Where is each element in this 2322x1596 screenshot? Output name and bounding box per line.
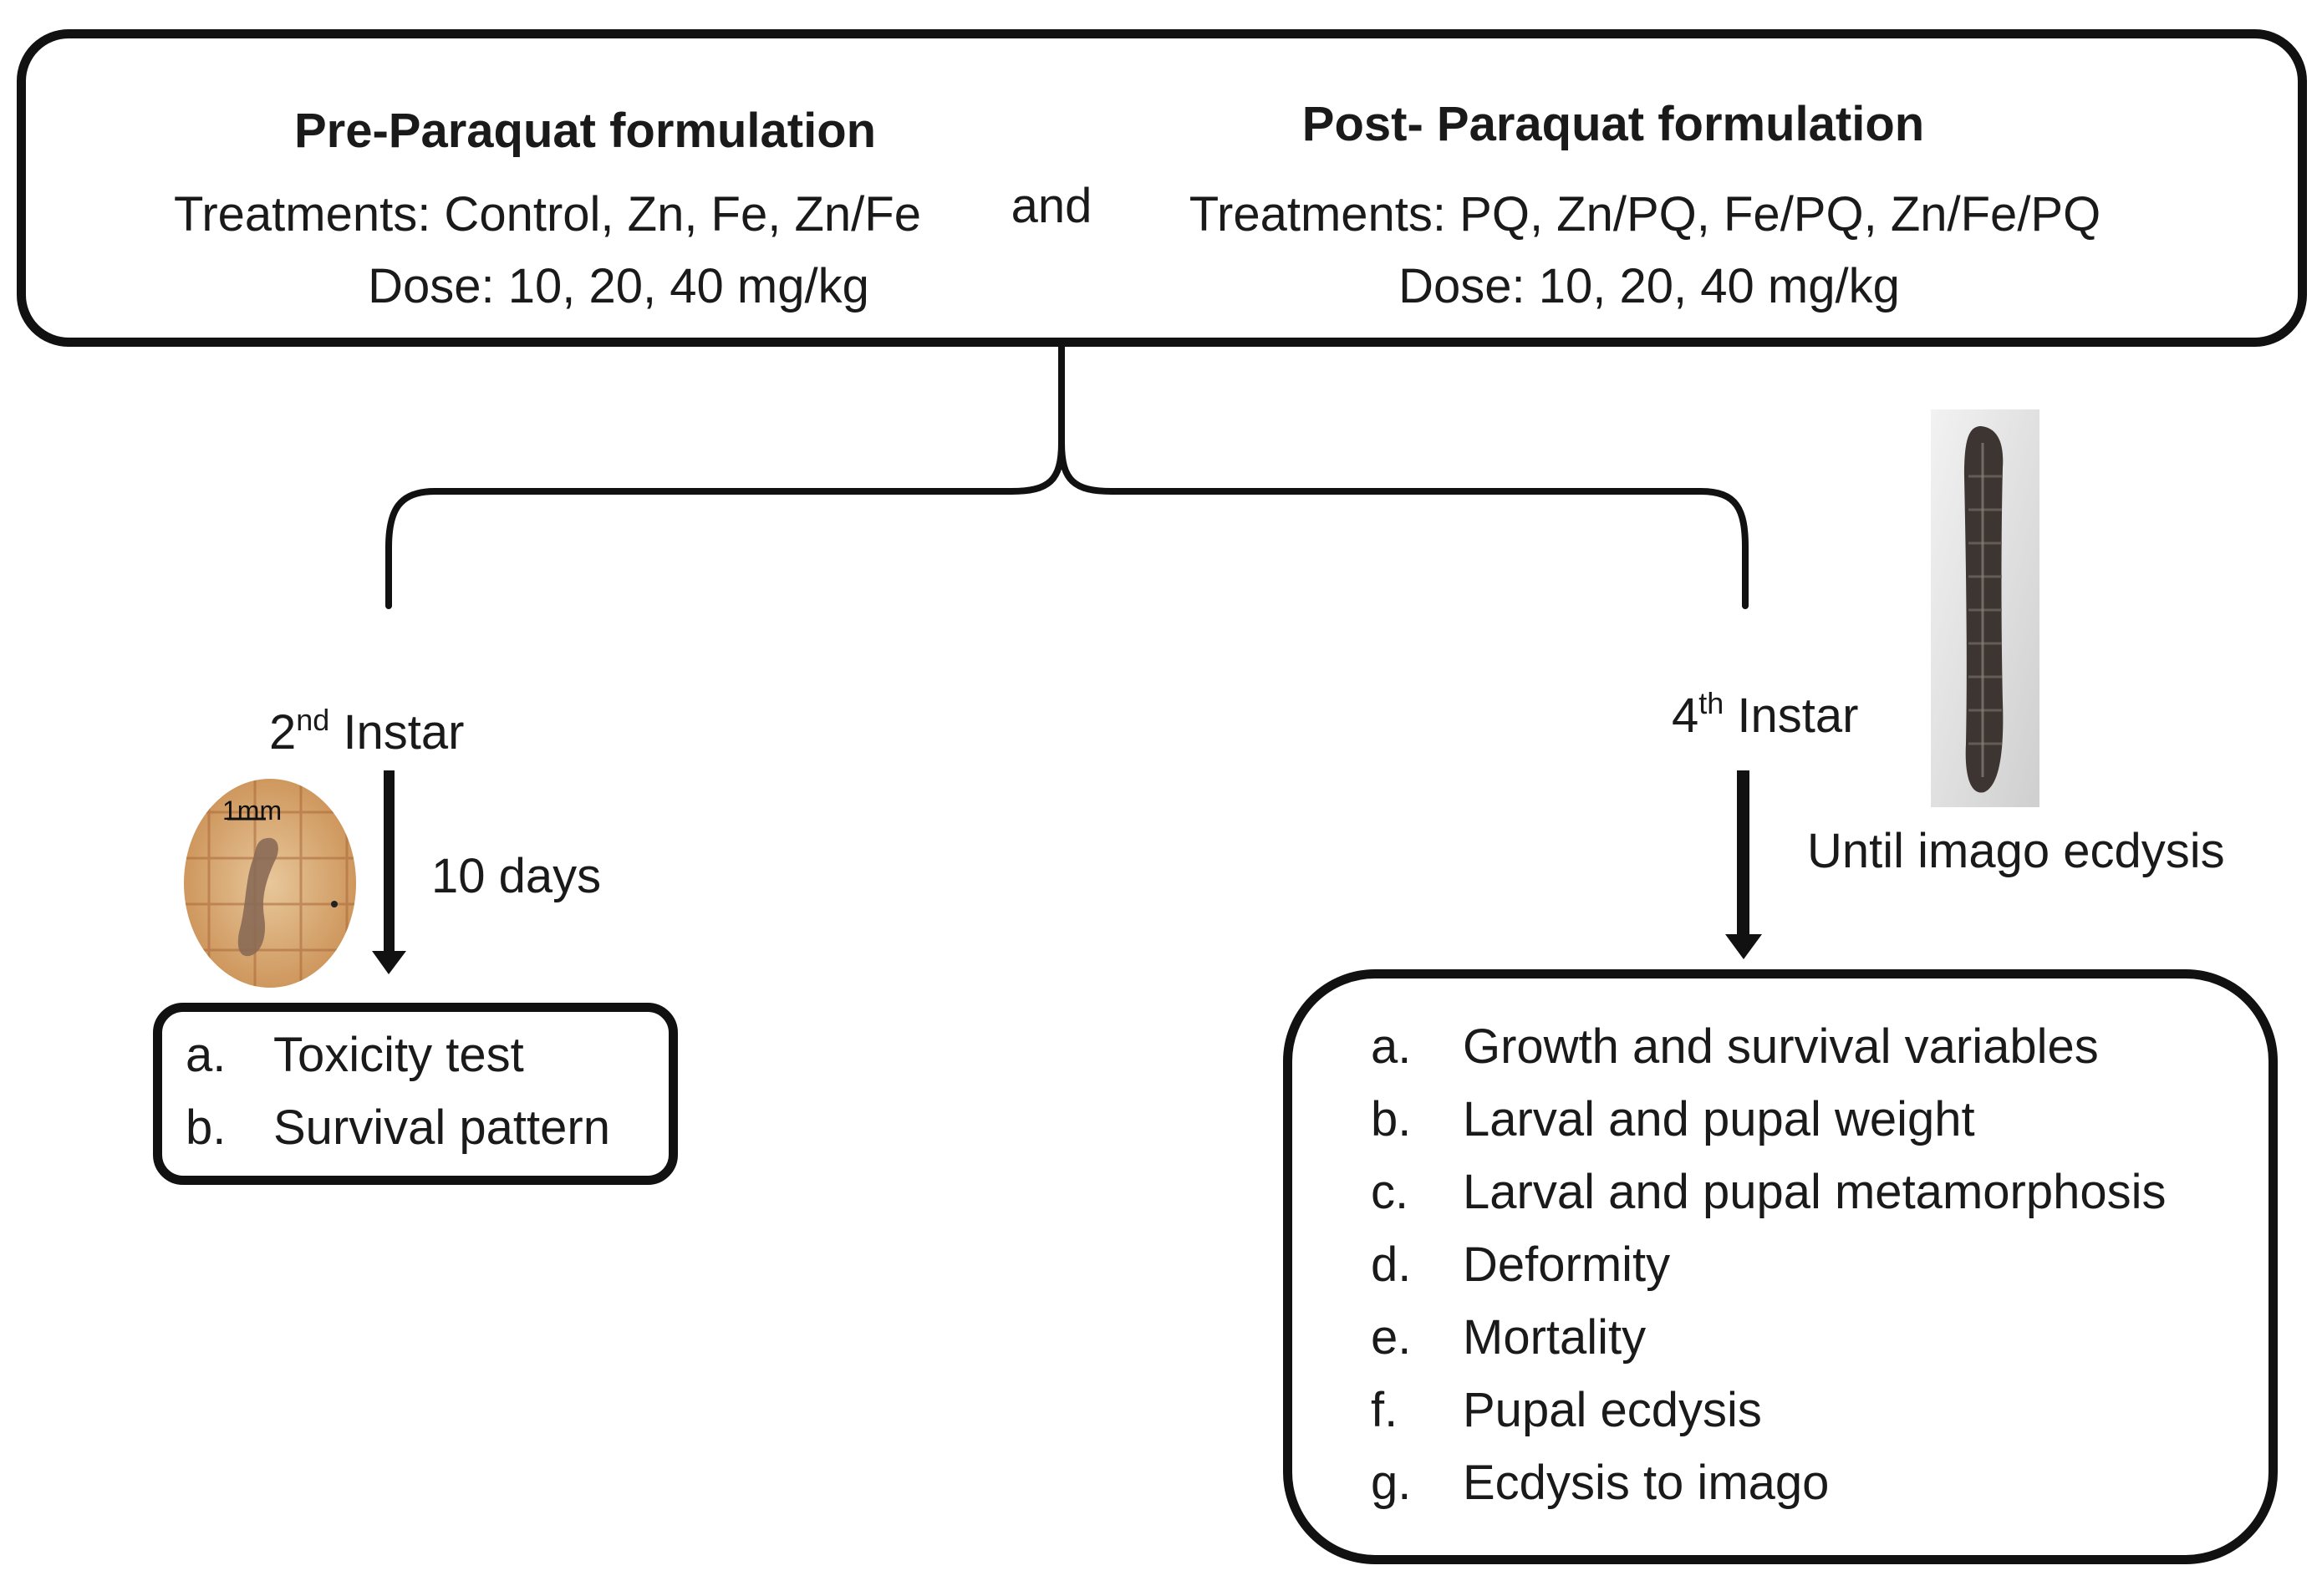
list-text: Deformity [1463,1238,1671,1292]
right-arrow [1725,770,1762,959]
list-marker: g. [1371,1456,1412,1510]
pre-formulation-title: Pre-Paraquat formulation [293,104,877,158]
list-marker: a. [1371,1019,1412,1074]
second-instar-larva-photo: 1mm [184,779,356,988]
left-outcome-box [153,1003,678,1185]
and-connector: and [1011,179,1092,233]
left-stage-number: 2 [269,705,297,760]
left-stage-suffix: nd [296,703,330,737]
list-text: Larval and pupal metamorphosis [1463,1165,2167,1219]
left-stage-word: Instar [343,705,465,760]
post-formulation-treatments: Treatments: PQ, Zn/PQ, Fe/PQ, Zn/Fe/PQ [1189,187,2101,241]
post-formulation-dose: Dose: 10, 20, 40 mg/kg [1398,259,1900,313]
left-arrow [372,770,406,974]
post-formulation-title: Post- Paraquat formulation [1301,97,1925,151]
curly-brace-left [385,440,1065,609]
right-stage-suffix: th [1698,686,1724,720]
caterpillar-image [1931,409,2039,807]
list-marker: b. [1371,1092,1412,1146]
list-text: Survival pattern [273,1100,610,1155]
list-text: Larval and pupal weight [1463,1092,1975,1146]
right-duration-label: Until imago ecdysis [1807,824,2225,878]
list-marker: b. [186,1100,227,1155]
list-text: Growth and survival variables [1463,1019,2099,1074]
left-duration-label: 10 days [431,849,602,903]
list-text: Mortality [1463,1310,1647,1365]
list-text: Pupal ecdysis [1463,1383,1762,1437]
right-stage-word: Instar [1737,689,1859,743]
list-text: Toxicity test [273,1028,524,1082]
list-marker: c. [1371,1165,1409,1219]
formulation-box [17,29,2307,347]
pre-formulation-treatments: Treatments: Control, Zn, Fe, Zn/Fe [174,187,921,241]
curly-brace [1058,440,1749,609]
scale-bar-label: 1mm [222,795,283,826]
fourth-instar-larva-photo [1931,409,2039,807]
list-text: Ecdysis to imago [1463,1456,1830,1510]
pre-formulation-dose: Dose: 10, 20, 40 mg/kg [368,259,869,313]
list-marker: f. [1371,1383,1398,1437]
right-stage-label: 4th Instar [1672,689,1859,743]
left-stage-label: 2nd Instar [269,705,465,757]
right-outcome-box [1283,969,2278,1564]
right-stage-number: 4 [1672,689,1699,743]
list-marker: a. [186,1028,227,1082]
list-marker: e. [1371,1310,1412,1365]
list-marker: d. [1371,1238,1412,1292]
